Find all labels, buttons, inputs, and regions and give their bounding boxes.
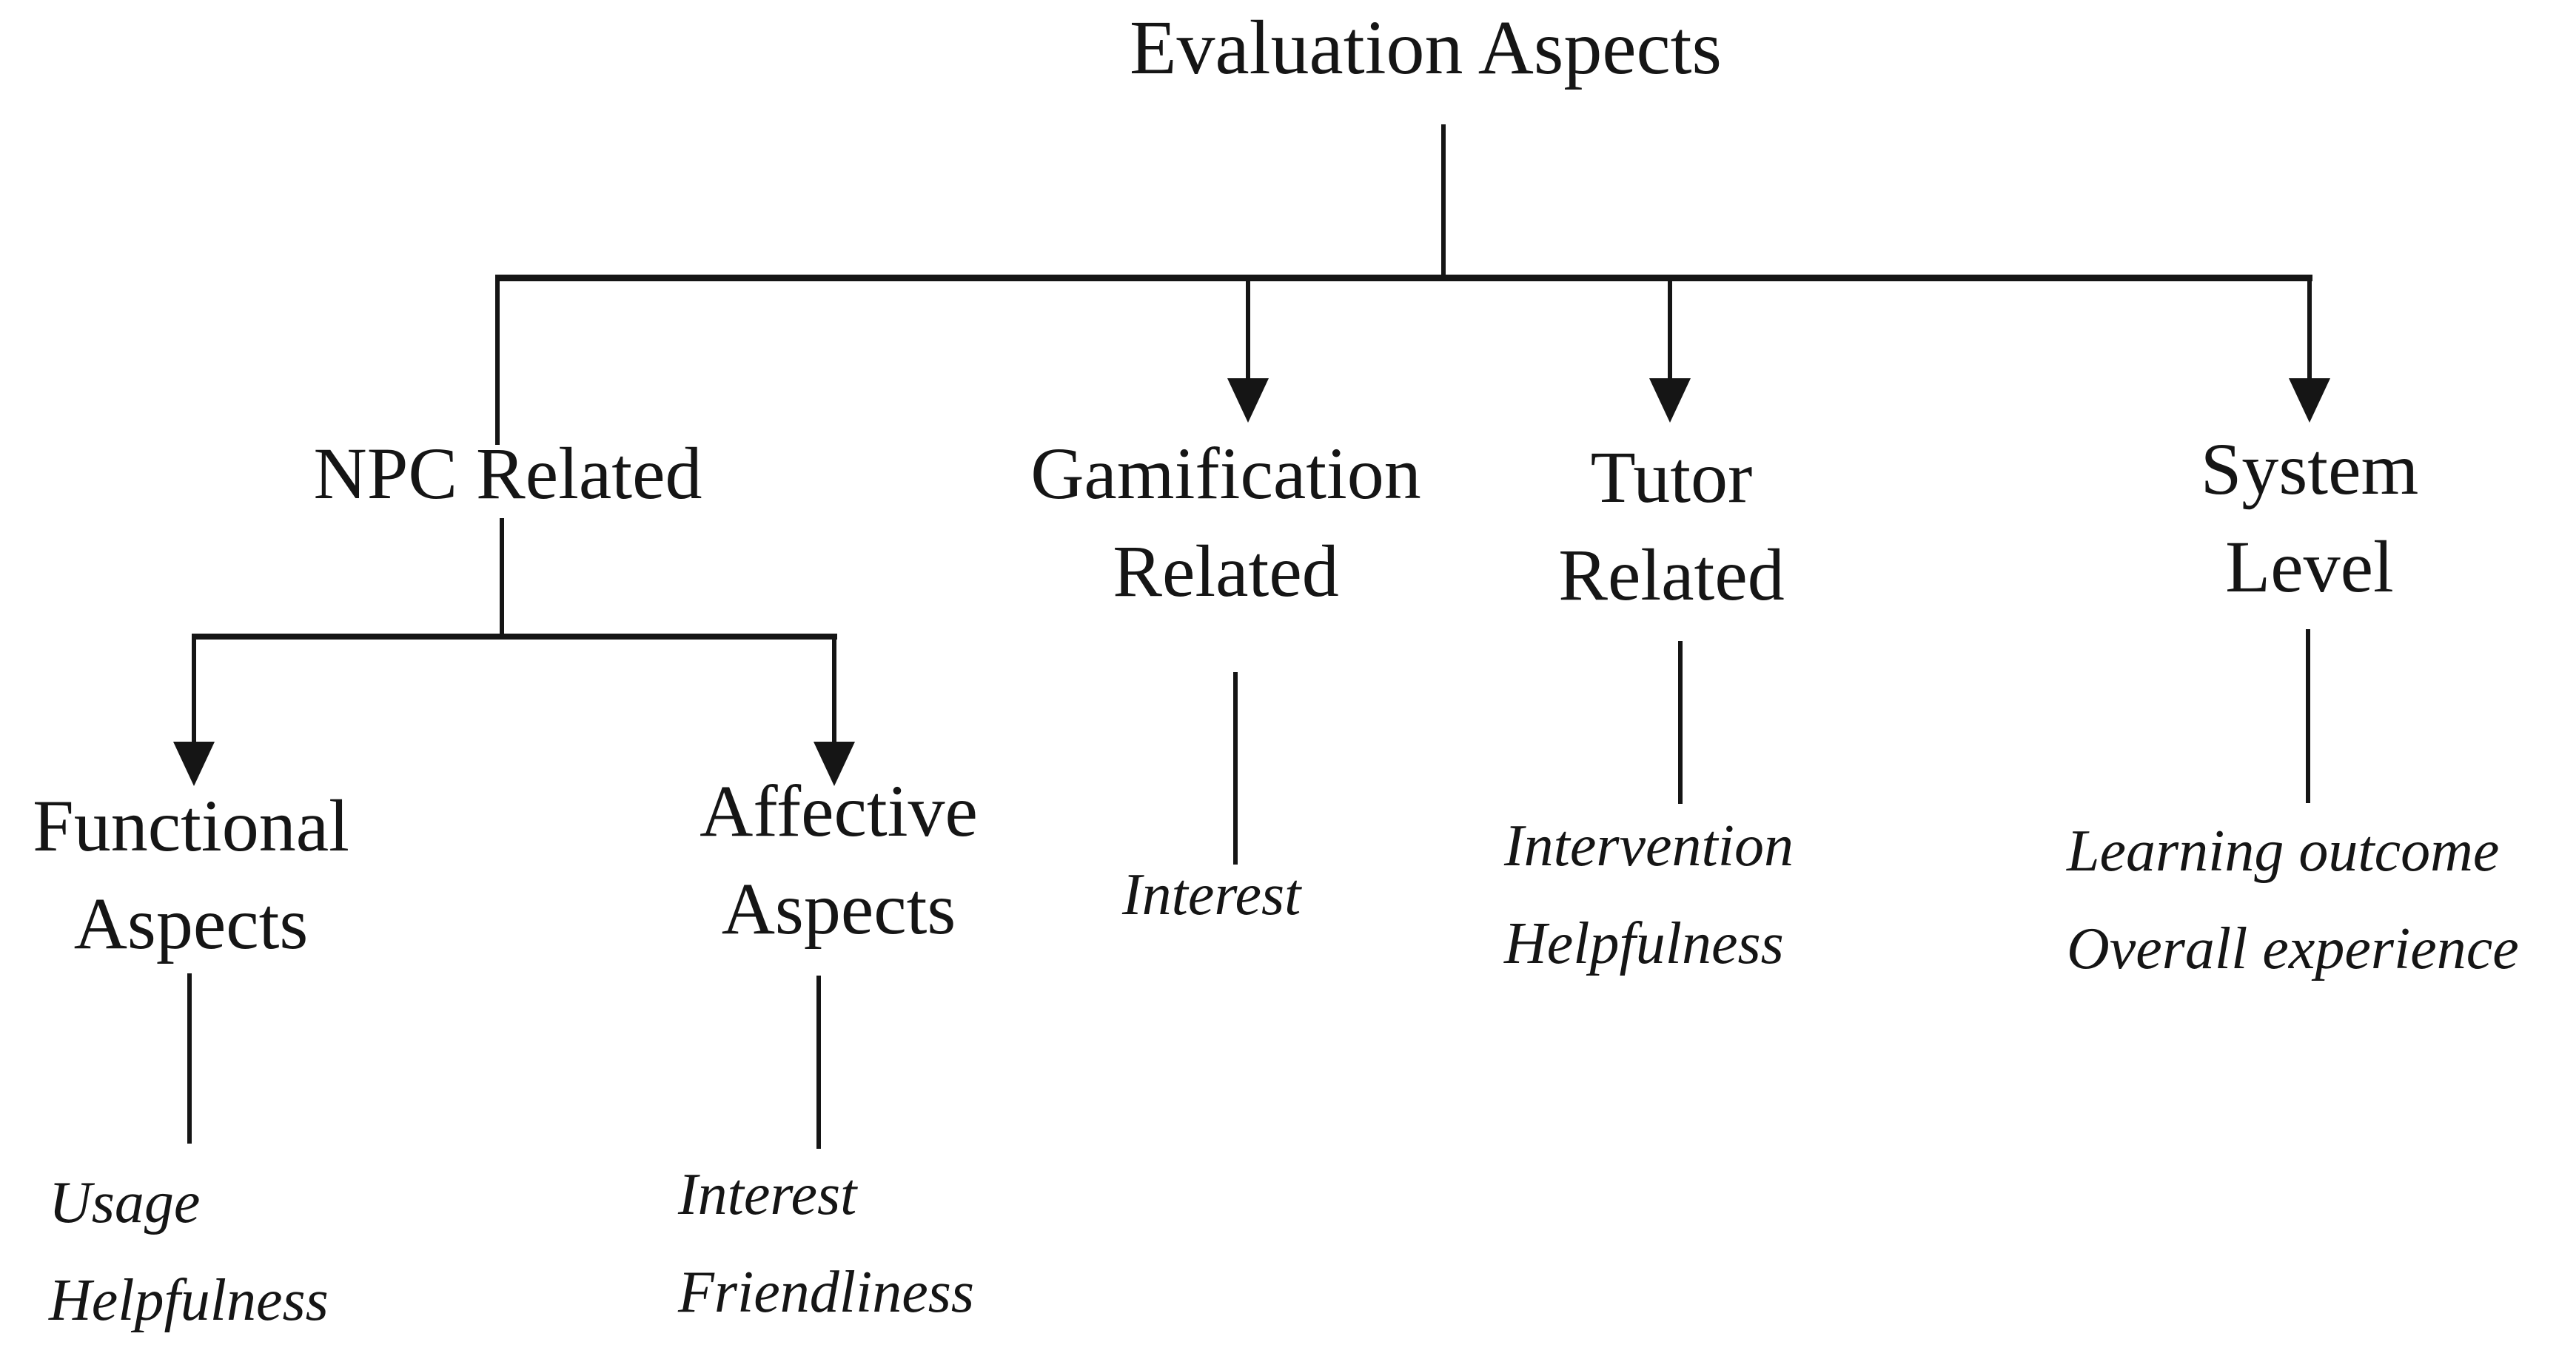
- node-gamification-line2: Related: [1113, 530, 1339, 612]
- node-system-line2: Level: [2225, 526, 2394, 608]
- arrowhead-functional-icon: [173, 742, 215, 786]
- measure-helpfulness-npc: Helpfulness: [49, 1268, 329, 1333]
- node-functional-aspects: Functional Aspects: [33, 777, 349, 973]
- measure-learning-outcome: Learning outcome: [2067, 819, 2500, 884]
- connector-gamification-measures: [1233, 672, 1238, 865]
- node-npc-related-label: NPC Related: [313, 432, 702, 514]
- connector-drop-tutor: [1668, 275, 1672, 380]
- measures-gamification: Interest: [1122, 846, 1301, 944]
- node-system-level: System Level: [2201, 420, 2418, 616]
- measures-affective: Interest Friendliness: [678, 1146, 974, 1341]
- connector-npc-subtrunk: [500, 518, 504, 637]
- measure-helpfulness-tutor: Helpfulness: [1504, 911, 1784, 976]
- connector-affective-measures: [816, 976, 821, 1149]
- measure-usage: Usage: [49, 1170, 201, 1235]
- connector-drop-affective: [832, 634, 836, 743]
- node-affective-aspects: Affective Aspects: [700, 762, 978, 958]
- node-tutor-related: Tutor Related: [1558, 429, 1784, 624]
- node-system-line1: System: [2200, 428, 2419, 510]
- node-tutor-line2: Related: [1558, 534, 1785, 616]
- measures-tutor: Intervention Helpfulness: [1504, 797, 1794, 993]
- connector-drop-system: [2307, 275, 2312, 380]
- connector-drop-functional: [192, 634, 196, 743]
- node-tutor-line1: Tutor: [1590, 436, 1753, 518]
- measures-functional: Usage Helpfulness: [49, 1154, 329, 1349]
- connector-npc-horizontal: [192, 634, 837, 640]
- connector-functional-measures: [187, 973, 192, 1144]
- node-affective-line1: Affective: [700, 770, 978, 852]
- measure-interest-affective: Interest: [678, 1162, 857, 1227]
- arrowhead-affective-icon: [814, 742, 855, 786]
- arrowhead-tutor-icon: [1649, 378, 1691, 423]
- node-affective-line2: Aspects: [721, 868, 956, 950]
- measure-interest-gamification: Interest: [1122, 862, 1301, 927]
- connector-main-horizontal: [495, 275, 2312, 281]
- connector-root-trunk: [1441, 124, 1446, 278]
- measure-friendliness: Friendliness: [678, 1260, 974, 1325]
- root-node-evaluation-aspects: Evaluation Aspects: [1129, 5, 1723, 90]
- connector-drop-npc: [495, 275, 500, 445]
- arrowhead-system-icon: [2289, 378, 2330, 423]
- node-functional-line2: Aspects: [73, 882, 309, 964]
- arrowhead-gamification-icon: [1227, 378, 1269, 423]
- node-gamification-line1: Gamification: [1030, 432, 1421, 514]
- measure-overall-experience: Overall experience: [2067, 916, 2519, 982]
- node-npc-related: NPC Related: [314, 425, 702, 523]
- connector-system-measures: [2306, 629, 2310, 803]
- node-functional-line1: Functional: [33, 785, 349, 867]
- measures-system: Learning outcome Overall experience: [2067, 802, 2519, 998]
- connector-drop-gamification: [1246, 275, 1250, 380]
- measure-intervention: Intervention: [1504, 813, 1794, 879]
- node-gamification-related: Gamification Related: [1030, 425, 1421, 620]
- connector-tutor-measures: [1678, 641, 1683, 804]
